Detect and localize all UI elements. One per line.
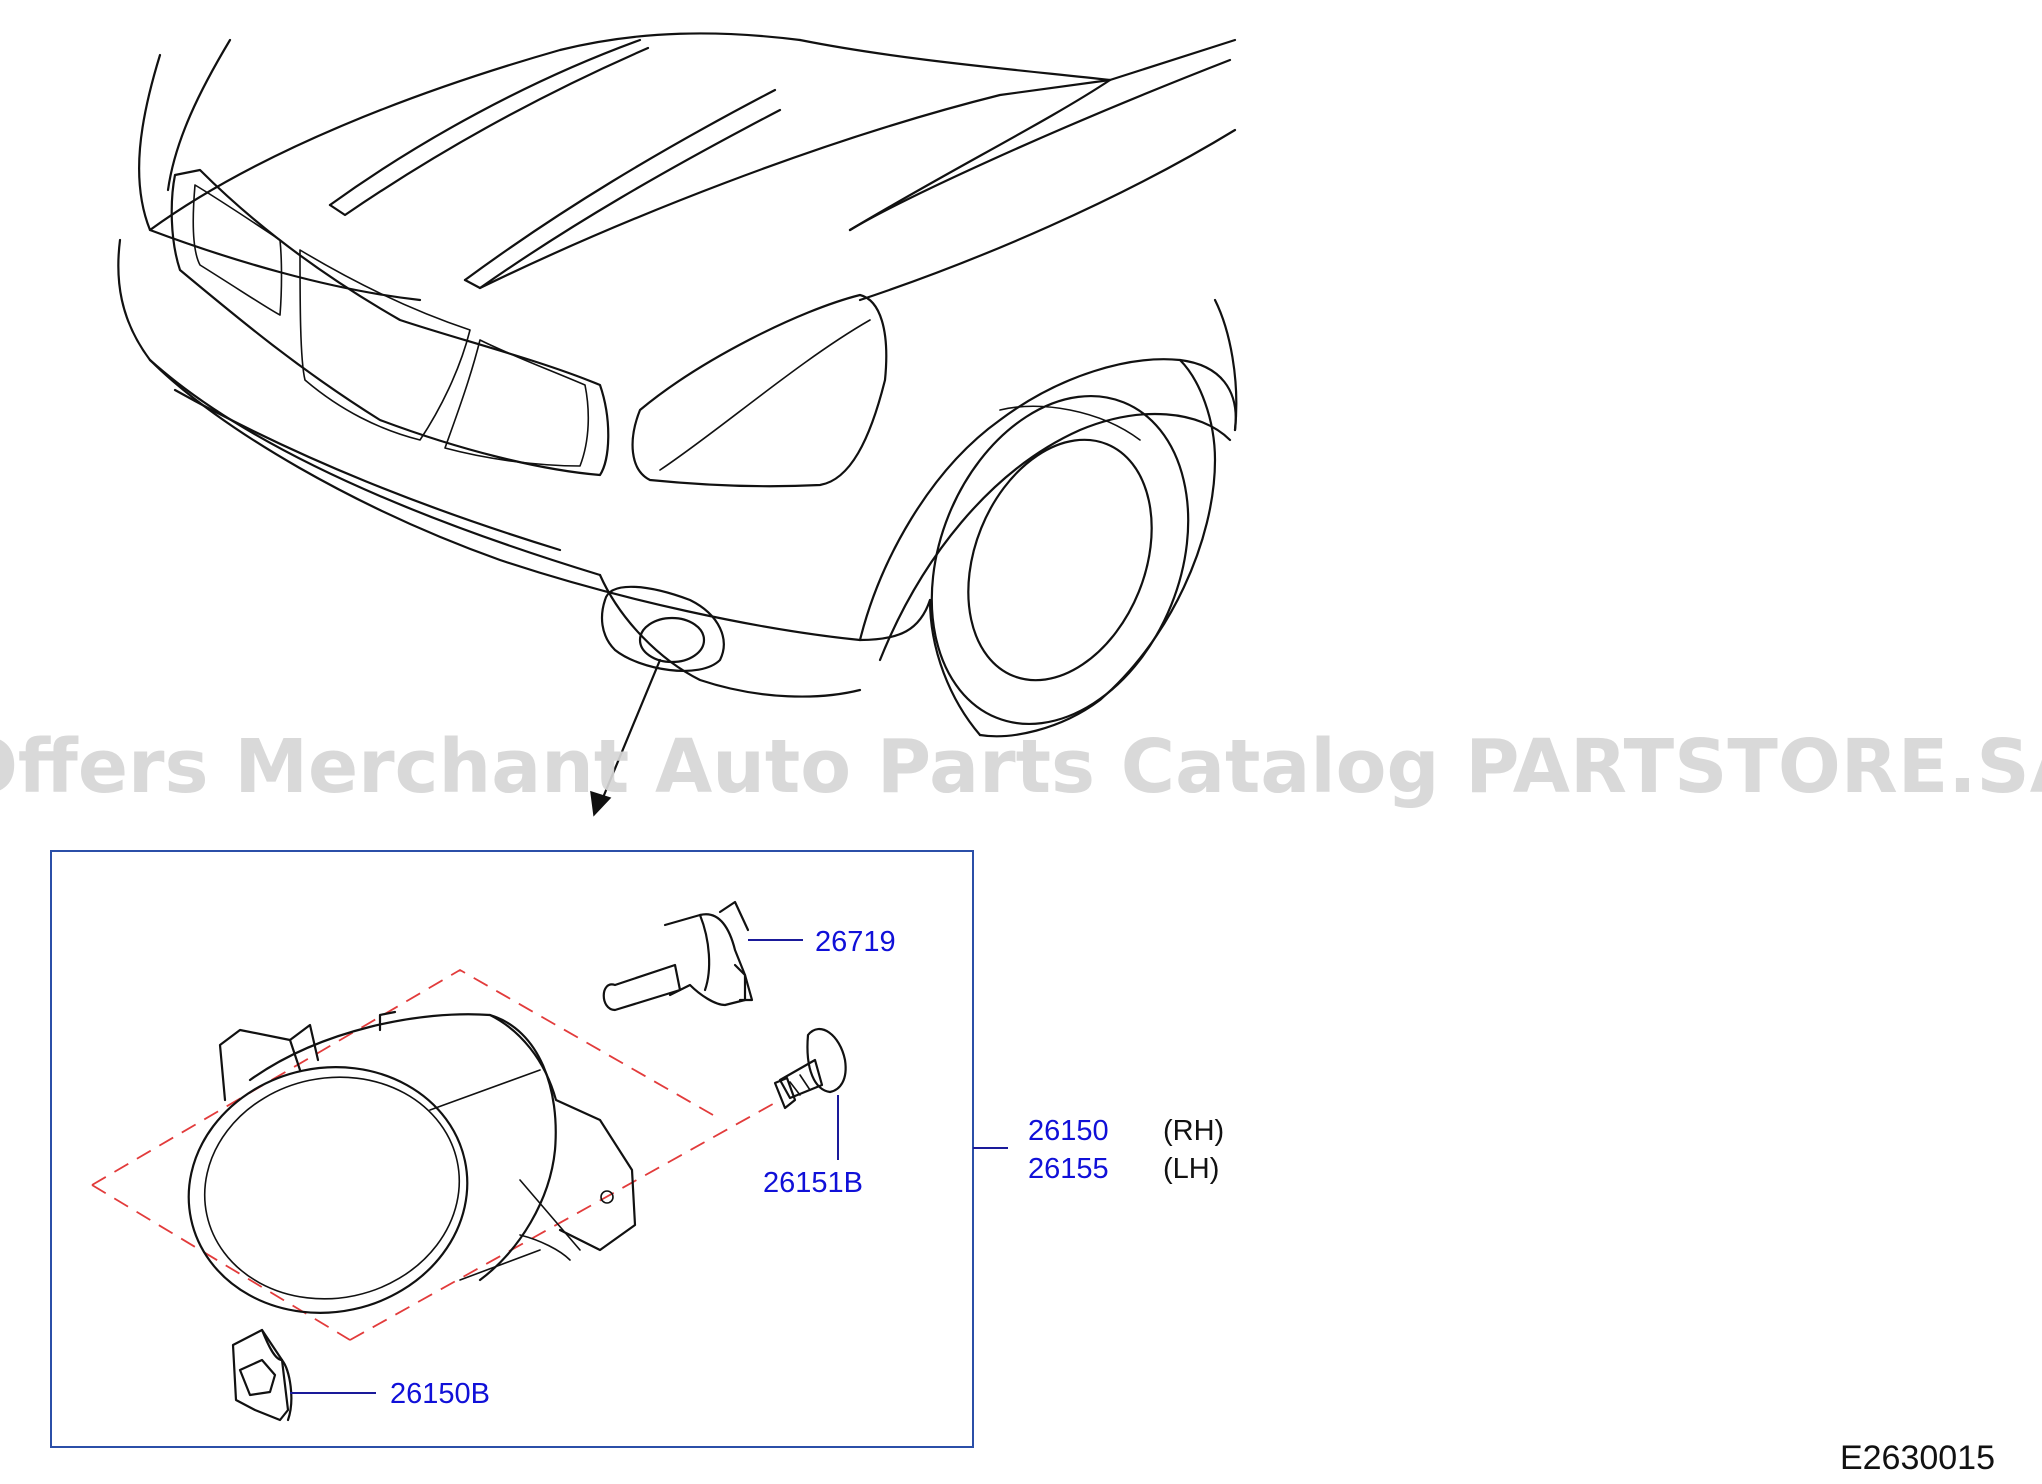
- wheel-inner: [967, 438, 1153, 682]
- fog-lamp-lens: [187, 1066, 469, 1314]
- bulb-part-number: 26719: [815, 926, 896, 958]
- arrow-head: [590, 790, 612, 817]
- diagram-code: E2630015: [1840, 1439, 1995, 1477]
- wheel-outer: [930, 394, 1190, 726]
- clip-part-number: 26150B: [390, 1378, 490, 1410]
- alignment-guide: [91, 968, 781, 1341]
- car-front-illustration: [117, 32, 1238, 817]
- hood-outline: [138, 32, 802, 232]
- screw-part: [773, 1028, 847, 1110]
- fog-lamp-assembly: [187, 1010, 637, 1314]
- fog-lamp-rh-part-number: 26150: [1028, 1115, 1109, 1147]
- fog-lamp-location: [638, 616, 706, 664]
- fender-outline: [858, 358, 1237, 642]
- fog-lamp-rh-side: (RH): [1163, 1115, 1224, 1147]
- clip-part: [231, 1328, 293, 1422]
- headlight-outline: [631, 293, 888, 488]
- fog-lamp-lh-side: (LH): [1163, 1153, 1219, 1185]
- watermark-text: Offers Merchant Auto Parts Catalog PARTS…: [0, 724, 2042, 810]
- grille-outline: [170, 168, 610, 477]
- location-arrow: [600, 658, 662, 802]
- fog-lamp-lh-part-number: 26155: [1028, 1153, 1109, 1185]
- fog-lamp-recess: [600, 585, 725, 672]
- bulb-part: [602, 900, 754, 1012]
- hood-center-line: [148, 228, 422, 302]
- screw-part-number: 26151B: [763, 1167, 863, 1199]
- bumper-outline: [117, 238, 932, 642]
